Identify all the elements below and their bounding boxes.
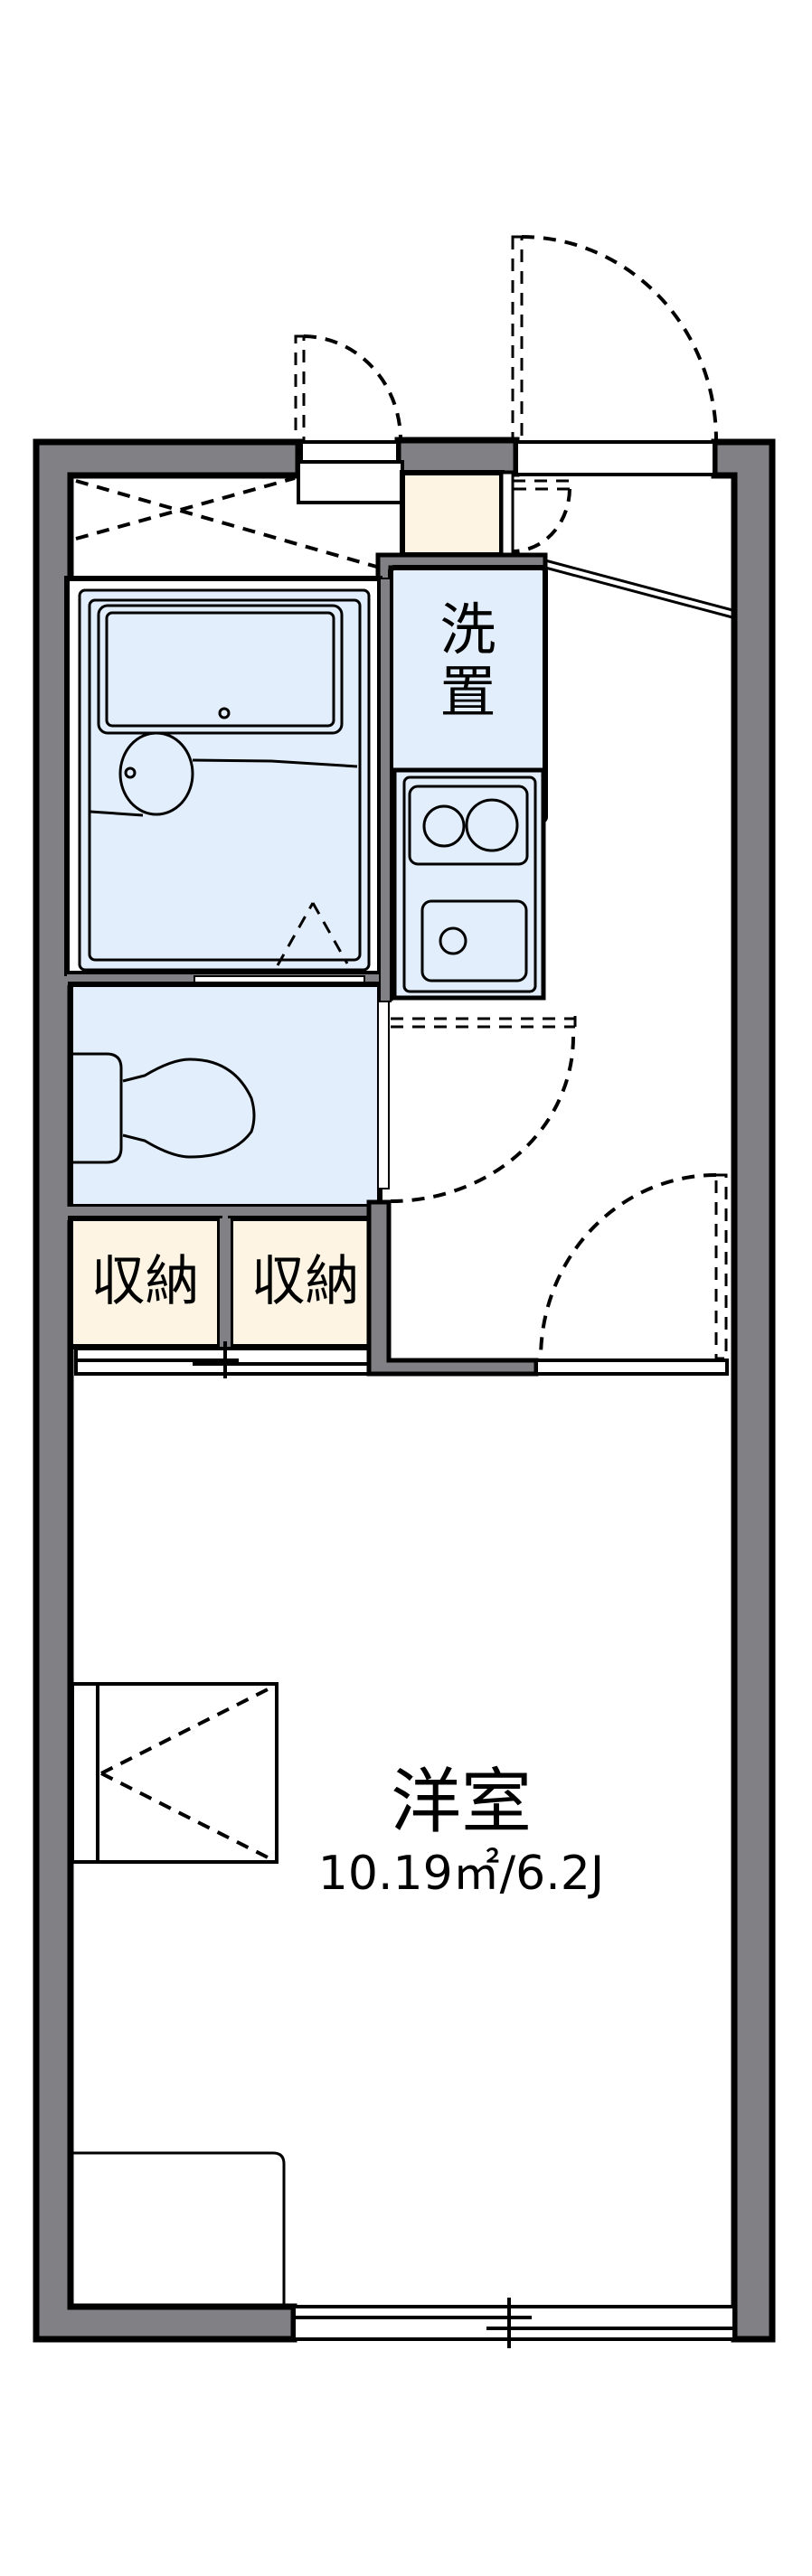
- exterior-walls: [33, 437, 776, 2343]
- room-door: [539, 1173, 728, 1360]
- western-room-area: 10.19㎡/6.2J: [317, 1847, 605, 1901]
- entry-inner-door: [511, 479, 571, 553]
- bathtub: [97, 604, 344, 735]
- top-window-small: [299, 440, 400, 464]
- stove-top: [408, 785, 529, 866]
- kitchen-counter: [392, 767, 546, 1001]
- wash-basin: [118, 731, 194, 816]
- drain-icon: [439, 926, 467, 955]
- storage-right-label: 収納: [250, 1250, 360, 1313]
- tub-drain-icon: [218, 707, 231, 719]
- bottom-window: [292, 2298, 736, 2348]
- laundry-label-line1: 洗: [439, 597, 496, 663]
- laundry-label: 洗 置: [391, 598, 545, 724]
- toilet-icon: [122, 1058, 256, 1159]
- entrance-door: [511, 235, 718, 442]
- balcony-door-small: [294, 334, 402, 442]
- entry-overhead-marker: [75, 476, 381, 569]
- wardrobe: [71, 1682, 279, 1864]
- burner-icon: [422, 804, 466, 848]
- sink: [420, 899, 528, 982]
- burner-icon: [465, 798, 519, 852]
- laundry-label-line2: 置: [439, 659, 496, 726]
- storage-sliding-door: [74, 1341, 376, 1378]
- toilet-door: [390, 1016, 577, 1203]
- toilet-room: [68, 982, 382, 1209]
- western-room-label: 洋室: [390, 1762, 532, 1843]
- window-alcove: [297, 460, 404, 504]
- entrance-threshold: [515, 440, 716, 476]
- furniture-outline: [72, 2151, 286, 2307]
- bathroom-unit: [64, 576, 382, 976]
- shoe-cabinet: [400, 470, 505, 558]
- storage-left-label: 収納: [90, 1250, 200, 1313]
